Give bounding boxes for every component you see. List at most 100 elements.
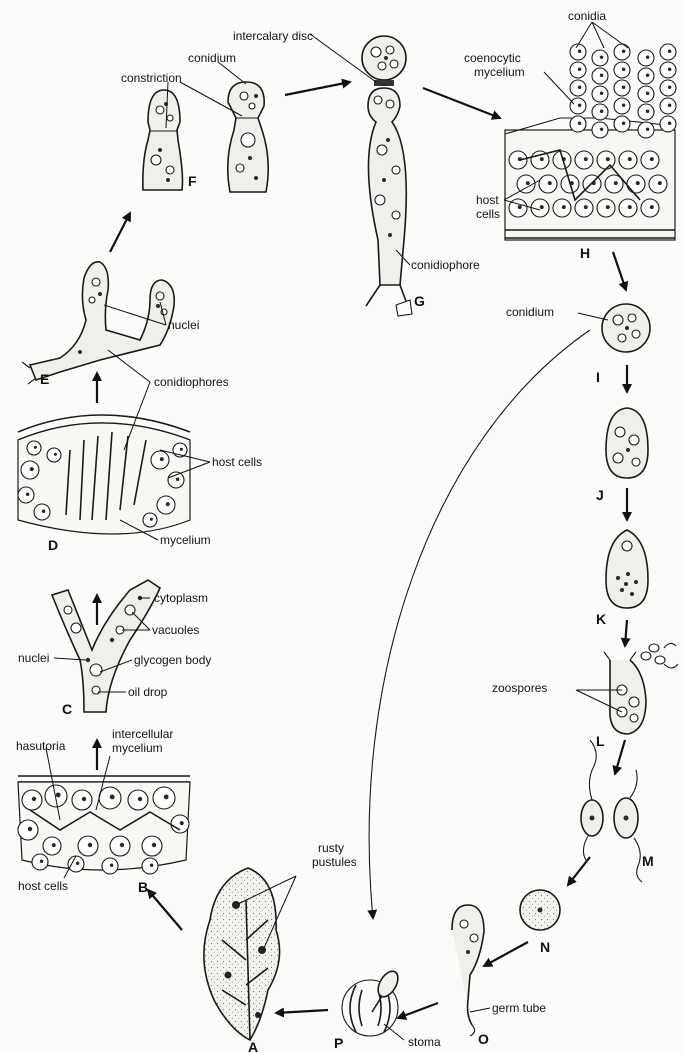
conidium-chain-cell-nucleus: [600, 109, 604, 113]
conidium-chain-cell: [638, 122, 654, 138]
stage-n-illustration: [520, 890, 560, 930]
host-cell: [171, 815, 189, 833]
label-conidiophore: conidiophore: [411, 258, 480, 272]
host-cell: [142, 836, 162, 856]
label-coenocytic-mycelium: mycelium: [474, 65, 525, 79]
conidium-chain-cell: [614, 116, 630, 132]
label-vacuoles: vacuoles: [152, 623, 199, 637]
conidium-chain-cell-nucleus: [600, 127, 604, 131]
conidium-chain-cell: [638, 104, 654, 120]
conidium-chain-cell: [660, 98, 676, 114]
stage-l-illustration: [604, 643, 678, 734]
conidium-chain-cell: [570, 44, 586, 60]
host-cell-nucleus: [606, 157, 610, 161]
conidium-chain-cell-nucleus: [668, 121, 672, 125]
host-cell: [575, 199, 593, 217]
stage-f-illustration: [143, 82, 268, 192]
label-conidia: conidia: [568, 9, 606, 23]
label-cytoplasm: cytoplasm: [154, 591, 208, 605]
conidium-chain-cell: [592, 122, 608, 138]
host-cell-nucleus: [166, 502, 170, 506]
host-cell: [142, 858, 158, 874]
host-cell-nucleus: [540, 157, 544, 161]
host-cell: [21, 461, 39, 479]
host-cell-nucleus: [180, 448, 183, 451]
host-cell: [22, 790, 42, 810]
host-cell-nucleus: [138, 797, 142, 801]
conidium-chain-cell: [592, 50, 608, 66]
label-rusty: rusty: [318, 841, 344, 855]
conidium-chain-cell-nucleus: [622, 103, 626, 107]
label-conidium-i: conidium: [506, 305, 554, 319]
host-cell-nucleus: [628, 157, 632, 161]
stage-letter-j: J: [596, 487, 604, 503]
stage-d-illustration: [18, 415, 190, 534]
host-cell-nucleus: [606, 205, 610, 209]
stage-letter-p: P: [334, 1035, 343, 1051]
label-conidiophores: conidiophores: [154, 375, 229, 389]
host-cell-nucleus: [32, 797, 36, 801]
conidium-chain-cell-nucleus: [600, 73, 604, 77]
label-host-h: host: [476, 193, 499, 207]
stage-letter-e: E: [40, 371, 49, 387]
label-nuclei-e: nuclei: [168, 318, 199, 332]
conidium-chain-cell-nucleus: [622, 121, 626, 125]
conidium-chain-cell: [614, 98, 630, 114]
host-cell-nucleus: [54, 453, 57, 456]
stage-letter-i: I: [596, 369, 600, 385]
host-cell-nucleus: [650, 157, 654, 161]
conidium-chain-cell-nucleus: [578, 85, 582, 89]
host-cell-nucleus: [152, 843, 156, 847]
label-host-cells-b: host cells: [18, 879, 68, 893]
host-cell-nucleus: [614, 181, 618, 185]
stage-letter-o: O: [478, 1031, 489, 1047]
conidium-chain-cell-nucleus: [578, 103, 582, 107]
conidium-chain-cell-nucleus: [622, 67, 626, 71]
label-zoospores: zoospores: [492, 681, 547, 695]
host-cell: [597, 199, 615, 217]
stage-letter-d: D: [48, 537, 58, 553]
host-cell: [619, 151, 637, 169]
stage-letter-c: C: [62, 701, 72, 717]
host-cell-nucleus: [628, 205, 632, 209]
label-oil-drop: oil drop: [128, 685, 168, 699]
conidium-chain-cell: [660, 62, 676, 78]
conidium-chain-cell: [660, 44, 676, 60]
label-mycelium: mycelium: [160, 533, 211, 547]
host-cell: [553, 151, 571, 169]
conidium-chain-cell-nucleus: [578, 49, 582, 53]
stage-letter-b: B: [138, 879, 148, 895]
host-cell: [110, 836, 130, 856]
conidium-chain-cell: [638, 68, 654, 84]
host-cell-nucleus: [120, 843, 124, 847]
host-cell: [102, 858, 118, 874]
conidium-chain-cell-nucleus: [646, 55, 650, 59]
host-cell: [509, 151, 527, 169]
host-cell-nucleus: [82, 797, 86, 801]
stage-letter-k: K: [596, 611, 606, 627]
stage-p-illustration: [342, 968, 402, 1036]
stage-i-illustration: [602, 304, 650, 352]
host-cell: [99, 787, 121, 809]
conidium-chain-cell: [614, 80, 630, 96]
host-cell-nucleus: [526, 181, 530, 185]
stage-b-illustration: [18, 776, 190, 874]
conidium-chain-cell-nucleus: [668, 67, 672, 71]
host-cell: [43, 837, 61, 855]
stage-e-illustration: [22, 262, 174, 384]
label-conidium-f: conidium: [188, 51, 236, 65]
conidium-chain-cell: [570, 116, 586, 132]
host-cell: [157, 496, 175, 514]
stage-k-illustration: [606, 530, 648, 608]
host-cell-nucleus: [110, 863, 114, 867]
stage-m-illustration: [581, 740, 642, 882]
host-cell: [47, 448, 61, 462]
stage-h-illustration: [505, 44, 676, 240]
host-cell-nucleus: [636, 181, 640, 185]
host-cell-nucleus: [176, 477, 180, 481]
host-cell-nucleus: [548, 181, 552, 185]
host-cell: [627, 175, 645, 193]
label-intercalary-disc: intercalary disc: [233, 29, 313, 43]
host-cell-nucleus: [110, 794, 115, 799]
